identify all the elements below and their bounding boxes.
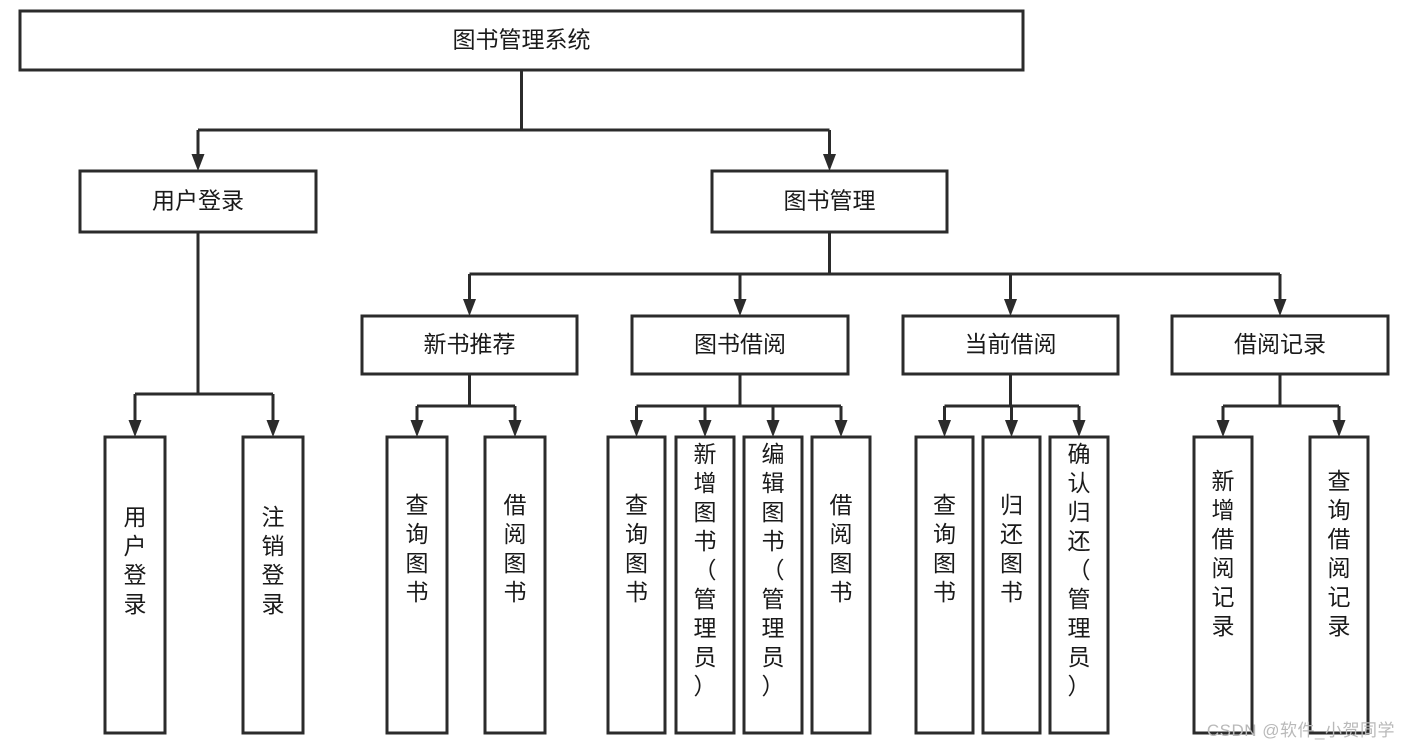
node-box: [630, 314, 850, 376]
connector-current-borrow-to-leaves: [938, 374, 1086, 437]
leaf-leaf-return-book[interactable]: 归还图书: [981, 435, 1042, 735]
node-user-login[interactable]: 用户登录: [78, 169, 318, 234]
node-box: [710, 169, 949, 234]
connector-borrow-record-to-leaves: [1216, 374, 1346, 437]
connector-root-to-level2: [191, 70, 836, 171]
leaf-label: 查询图书: [625, 492, 648, 605]
arrow-head-icon: [1004, 299, 1017, 316]
leaf-leaf-add-record[interactable]: 新增借阅记录: [1192, 435, 1254, 735]
leaf-label: 新增借阅记录: [1212, 468, 1235, 639]
leaf-label: 借阅图书: [830, 492, 853, 605]
leaf-leaf-logout[interactable]: 注销登录: [241, 435, 305, 735]
leaf-leaf-borrow-book[interactable]: 借阅图书: [810, 435, 872, 735]
leaf-box: [241, 435, 305, 735]
node-root[interactable]: 图书管理系统: [18, 9, 1025, 72]
leaf-box: [385, 435, 449, 735]
leaf-box: [674, 435, 736, 735]
leaf-box: [914, 435, 975, 735]
connector-layer: [128, 70, 1346, 437]
leaf-label: 查询借阅记录: [1328, 468, 1351, 639]
leaf-leaf-query-book-current[interactable]: 查询图书: [914, 435, 975, 735]
leaf-box: [1192, 435, 1254, 735]
leaf-leaf-add-book[interactable]: 新增图书（管理员）: [674, 435, 736, 735]
leaf-box: [1308, 435, 1370, 735]
arrow-head-icon: [1005, 420, 1018, 437]
arrow-head-icon: [630, 420, 643, 437]
arrow-head-icon: [938, 420, 951, 437]
connector-user-login-to-leaves: [128, 232, 280, 437]
arrow-head-icon: [266, 420, 280, 437]
leaf-label: 查询图书: [933, 492, 956, 605]
leaf-box: [103, 435, 167, 735]
arrow-head-icon: [1216, 420, 1230, 437]
leaf-label: 查询图书: [406, 492, 429, 605]
leaf-label: 借阅图书: [504, 492, 527, 605]
arrow-head-icon: [128, 420, 142, 437]
node-current-borrow[interactable]: 当前借阅: [901, 314, 1120, 376]
node-label: 当前借阅: [965, 331, 1057, 357]
leaf-label: 编辑图书（管理员）: [762, 441, 785, 699]
node-layer: 图书管理系统用户登录图书管理新书推荐图书借阅当前借阅借阅记录用户登录注销登录查询…: [18, 9, 1390, 735]
node-box: [78, 169, 318, 234]
leaf-box: [981, 435, 1042, 735]
leaf-label: 用户登录: [124, 504, 147, 617]
leaf-leaf-user-login[interactable]: 用户登录: [103, 435, 167, 735]
node-new-book-rec[interactable]: 新书推荐: [360, 314, 579, 376]
arrow-head-icon: [410, 420, 424, 437]
node-label: 图书管理: [784, 188, 876, 214]
leaf-label: 归还图书: [1000, 492, 1023, 605]
leaf-leaf-query-book-borrow[interactable]: 查询图书: [606, 435, 667, 735]
arrow-head-icon: [733, 299, 747, 316]
leaf-box: [742, 435, 804, 735]
connector-book-manage-to-level3: [463, 232, 1287, 316]
leaf-leaf-edit-book[interactable]: 编辑图书（管理员）: [742, 435, 804, 735]
arrow-head-icon: [823, 154, 836, 171]
arrow-head-icon: [191, 154, 205, 171]
node-book-manage[interactable]: 图书管理: [710, 169, 949, 234]
node-box: [1170, 314, 1390, 376]
node-book-borrow[interactable]: 图书借阅: [630, 314, 850, 376]
leaf-label: 注销登录: [262, 504, 285, 617]
node-box: [18, 9, 1025, 72]
leaf-label: 新增图书（管理员）: [694, 441, 717, 699]
leaf-box: [606, 435, 667, 735]
arrow-head-icon: [463, 299, 476, 316]
node-box: [901, 314, 1120, 376]
node-borrow-record[interactable]: 借阅记录: [1170, 314, 1390, 376]
node-label: 借阅记录: [1234, 331, 1326, 357]
arrow-head-icon: [834, 420, 848, 437]
arrow-head-icon: [1273, 299, 1287, 316]
connector-new-book-rec-to-leaves: [410, 374, 522, 437]
node-label: 图书管理系统: [453, 27, 591, 53]
leaf-leaf-query-book-rec[interactable]: 查询图书: [385, 435, 449, 735]
leaf-leaf-query-record[interactable]: 查询借阅记录: [1308, 435, 1370, 735]
arrow-head-icon: [1332, 420, 1346, 437]
leaf-leaf-confirm-return[interactable]: 确认归还（管理员）: [1048, 435, 1110, 735]
leaf-box: [1048, 435, 1110, 735]
leaf-box: [483, 435, 547, 735]
arrow-head-icon: [1072, 420, 1086, 437]
arrow-head-icon: [766, 420, 780, 437]
arrow-head-icon: [698, 420, 712, 437]
node-label: 新书推荐: [424, 331, 516, 357]
node-box: [360, 314, 579, 376]
node-label: 图书借阅: [694, 331, 786, 357]
node-label: 用户登录: [152, 188, 244, 214]
connector-book-borrow-to-leaves: [630, 374, 848, 437]
arrow-head-icon: [508, 420, 522, 437]
leaf-label: 确认归还（管理员）: [1068, 441, 1091, 699]
leaf-leaf-borrow-book-rec[interactable]: 借阅图书: [483, 435, 547, 735]
leaf-box: [810, 435, 872, 735]
